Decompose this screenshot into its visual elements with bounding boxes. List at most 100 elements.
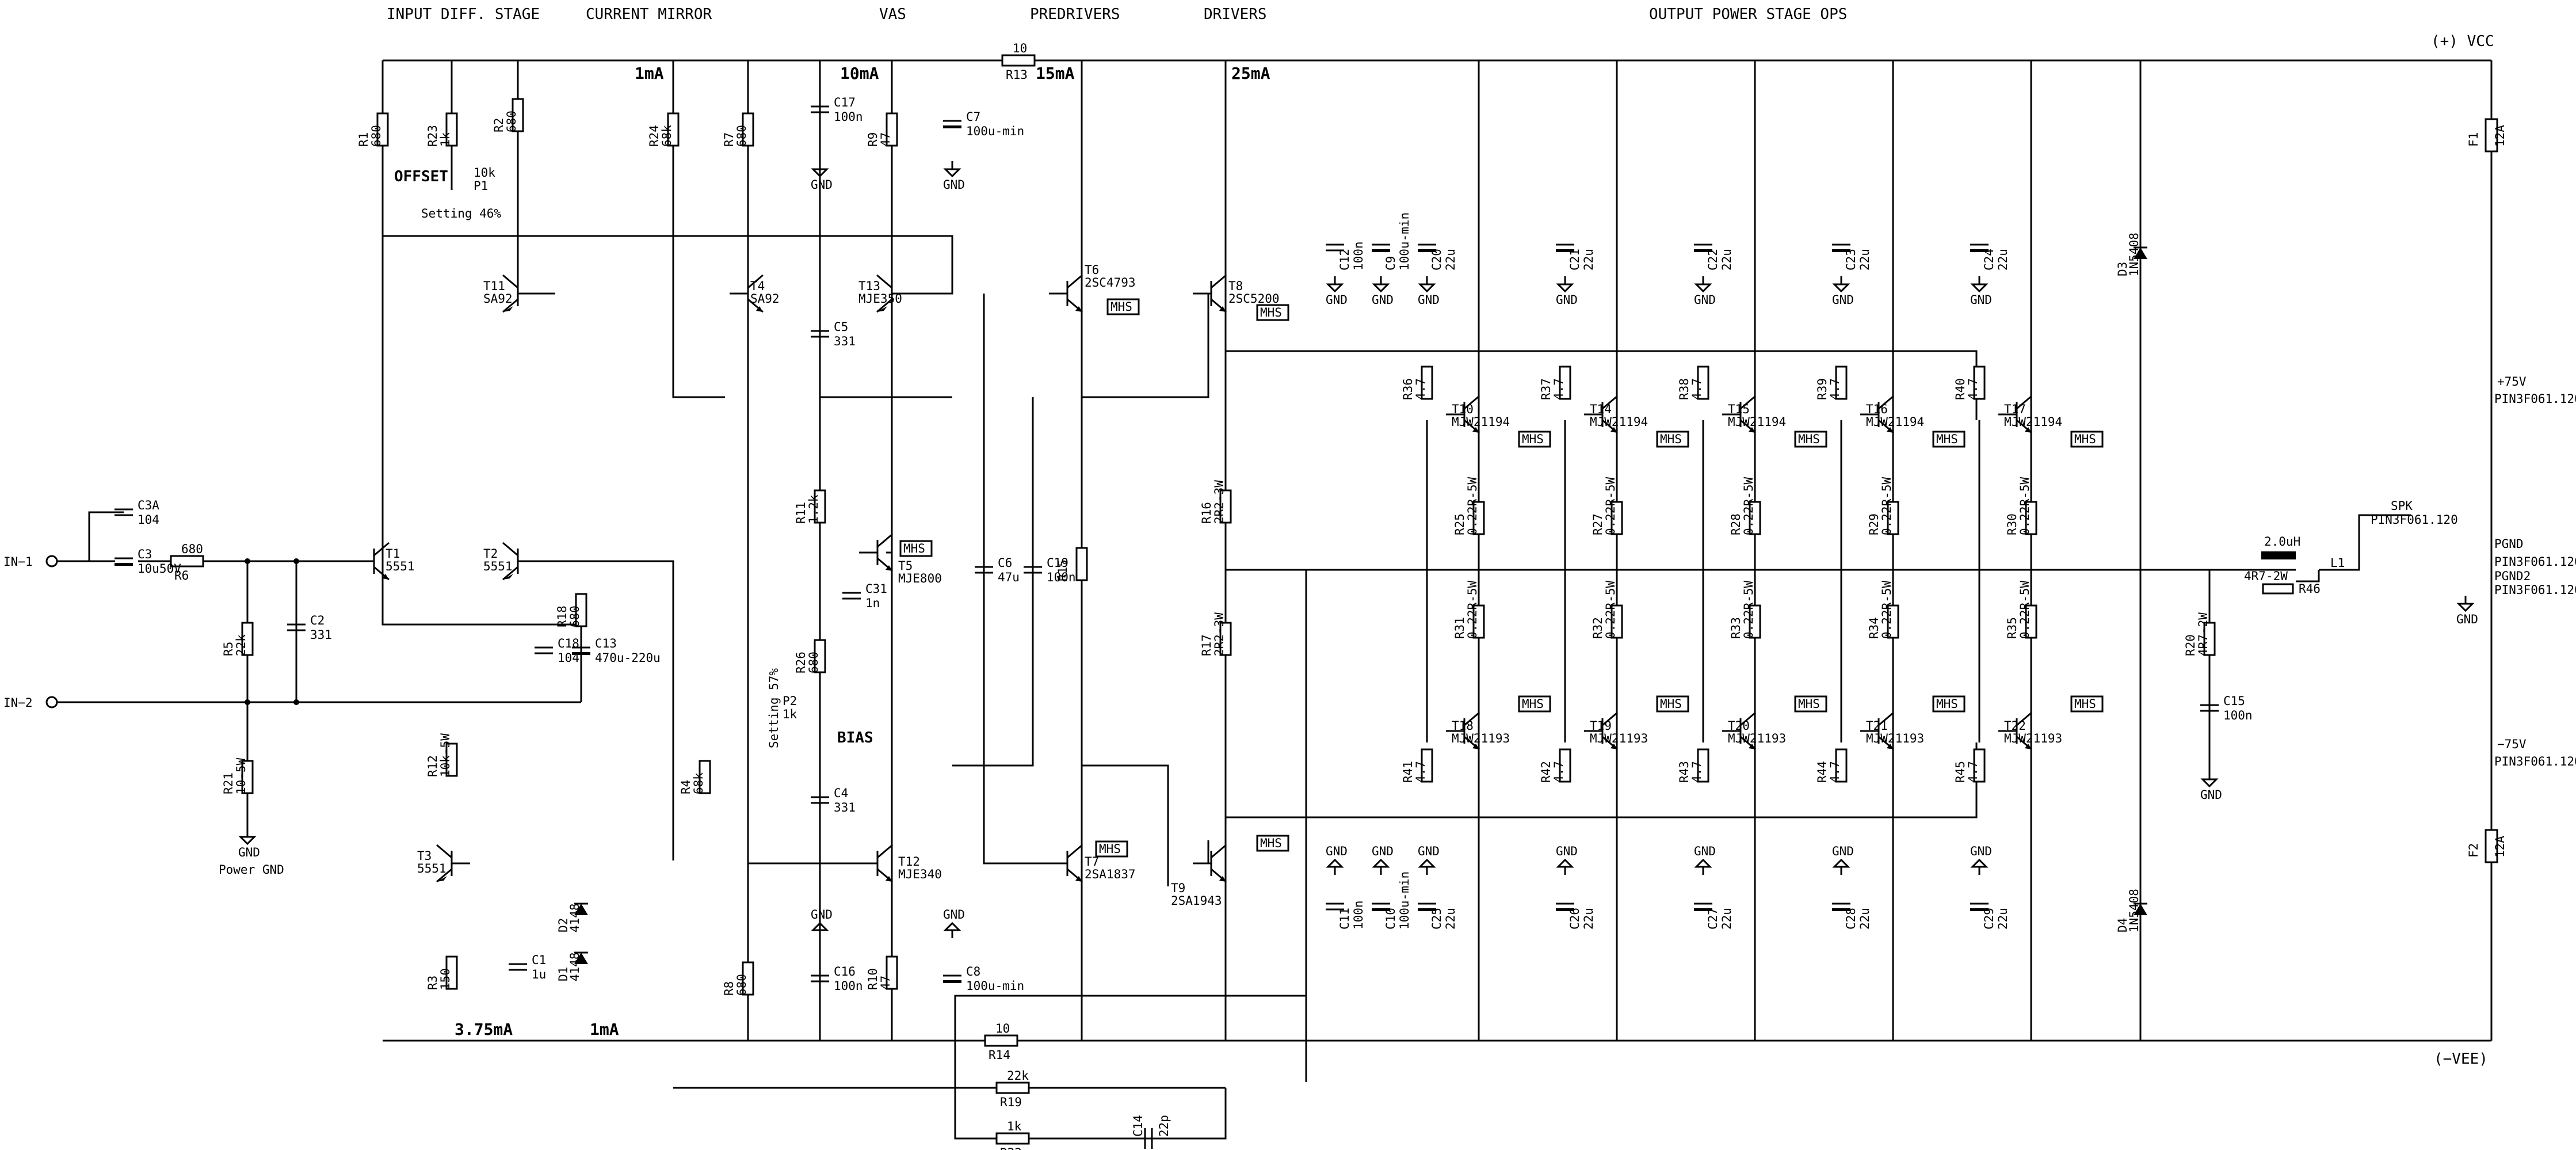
heatsink-badge: [1256, 835, 1289, 852]
heading-drivers: DRIVERS: [1204, 6, 1267, 23]
capacitor-c26: [1556, 903, 1574, 911]
resistor-r17: [1219, 622, 1232, 656]
resistor-value: 4.7: [1828, 761, 1842, 783]
capacitor-c31: [842, 592, 861, 600]
plus75-label: +75V: [2497, 375, 2527, 389]
transistor-t17: [1998, 395, 2032, 434]
transistor-ref: T18: [1452, 719, 1474, 733]
resistor-r27: [1611, 501, 1623, 535]
fuse-ref: F1: [2467, 132, 2480, 147]
resistor-ref: R30: [2005, 513, 2019, 535]
fuse-f2: [2485, 829, 2498, 863]
transistor-type: MJE800: [898, 572, 942, 585]
capacitor-c8: [943, 974, 961, 983]
capacitor-c11: [1326, 903, 1344, 911]
capacitor-value: 22u: [1582, 249, 1596, 271]
heatsink-badge: [1932, 695, 1966, 713]
transistor-type: 2SC5200: [1228, 292, 1280, 306]
transistor-t11: [502, 274, 536, 313]
transistor-type: MJW21193: [1866, 732, 1924, 745]
resistor-value: 4.7: [1690, 761, 1704, 783]
capacitor-c3a: [115, 508, 133, 516]
transistor-t9: [1193, 844, 1227, 883]
p1-setting: Setting 46%: [421, 207, 501, 220]
p1-value: 10k: [474, 166, 495, 180]
capacitor-ref: C19: [1047, 556, 1068, 570]
input-terminal-in2[interactable]: [45, 696, 58, 709]
transistor-type: MJW21193: [1590, 732, 1648, 745]
transistor-type: 2SC4793: [1085, 276, 1136, 290]
capacitor-value: 104: [138, 513, 159, 527]
transistor-ref: T22: [2004, 719, 2026, 733]
capacitor-c12: [1326, 243, 1344, 252]
transistor-ref: T12: [898, 855, 920, 869]
capacitor-value: 22u: [1582, 908, 1596, 930]
resistor-r15: [1075, 547, 1088, 581]
resistor-r31: [1472, 604, 1485, 639]
resistor-ref: R31: [1453, 617, 1467, 639]
input-terminal-in1[interactable]: [45, 555, 58, 568]
gnd-label: GND: [1832, 293, 1854, 307]
resistor-ref: R9: [866, 132, 880, 147]
l1-ref: L1: [2330, 556, 2345, 570]
capacitor-value: 22u: [1720, 908, 1734, 930]
transistor-type: MJW21194: [2004, 415, 2062, 429]
capacitor-ref: C16: [834, 965, 856, 978]
capacitor-value: 10u50V: [138, 562, 181, 576]
capacitor-ref: C21: [1568, 249, 1582, 271]
capacitor-c9: [1372, 243, 1390, 252]
transistor-type: 5551: [386, 559, 415, 573]
resistor-value: 1k: [1007, 1119, 1022, 1133]
resistor-ref: R39: [1815, 378, 1829, 400]
capacitor-value: 100n: [2223, 709, 2253, 722]
resistor-ref: R43: [1677, 761, 1691, 783]
capacitor-value: 47u: [998, 570, 1020, 584]
resistor-value: 47: [879, 976, 892, 990]
resistor-value: 4.7: [1414, 378, 1428, 400]
resistor-value: 0.22R-5W: [2018, 580, 2032, 639]
capacitor-c19: [1024, 566, 1042, 574]
capacitor-c4: [811, 796, 829, 804]
resistor-ref: R22: [1000, 1146, 1022, 1150]
resistor-ref: R18: [555, 606, 569, 627]
resistor-ref: R35: [2005, 617, 2019, 639]
resistor-r46: [2262, 583, 2294, 595]
heatsink-badge: [1794, 431, 1827, 448]
resistor-ref: R15: [1056, 559, 1070, 581]
resistor-r3: [445, 955, 458, 990]
gnd-label: GND: [1970, 293, 1992, 307]
ground-symbol: [2200, 771, 2219, 788]
transistor-t10: [1446, 395, 1480, 434]
resistor-value: 2R2-3W: [1212, 612, 1226, 656]
mhs-label: MHS: [1936, 697, 1958, 711]
resistor-ref: R26: [794, 652, 808, 673]
resistor-ref: R16: [1200, 502, 1213, 524]
p1-ref: P1: [474, 179, 488, 193]
capacitor-value: 22u: [1858, 908, 1872, 930]
gnd-label: GND: [1418, 844, 1440, 858]
capacitor-c3: [115, 557, 133, 566]
capacitor-ref: C3A: [138, 498, 159, 512]
ground-symbol: [1418, 276, 1436, 293]
transistor-ref: T5: [898, 559, 913, 573]
gnd-label: GND: [2456, 612, 2478, 626]
transistor-ref: T17: [2004, 402, 2026, 416]
resistor-value: 4R7-2W: [2244, 569, 2288, 583]
heading-vas: VAS: [879, 6, 906, 23]
capacitor-value: 100u-min: [1398, 871, 1411, 930]
resistor-r8: [742, 961, 754, 996]
capacitor-c1: [509, 963, 527, 971]
resistor-value: 68k: [692, 772, 705, 794]
mhs-label: MHS: [1936, 432, 1958, 446]
transistor-ref: T20: [1728, 719, 1750, 733]
capacitor-value: 100n: [1352, 241, 1365, 271]
resistor-ref: R5: [222, 642, 235, 656]
resistor-r23: [445, 112, 458, 147]
input-label-in2: IN−2: [3, 696, 33, 710]
resistor-ref: R42: [1539, 761, 1553, 783]
capacitor-value: 331: [834, 801, 856, 814]
spk-label: SPK: [2391, 499, 2413, 513]
heading-predrivers: PREDRIVERS: [1030, 6, 1120, 23]
resistor-value: 680: [568, 606, 582, 627]
